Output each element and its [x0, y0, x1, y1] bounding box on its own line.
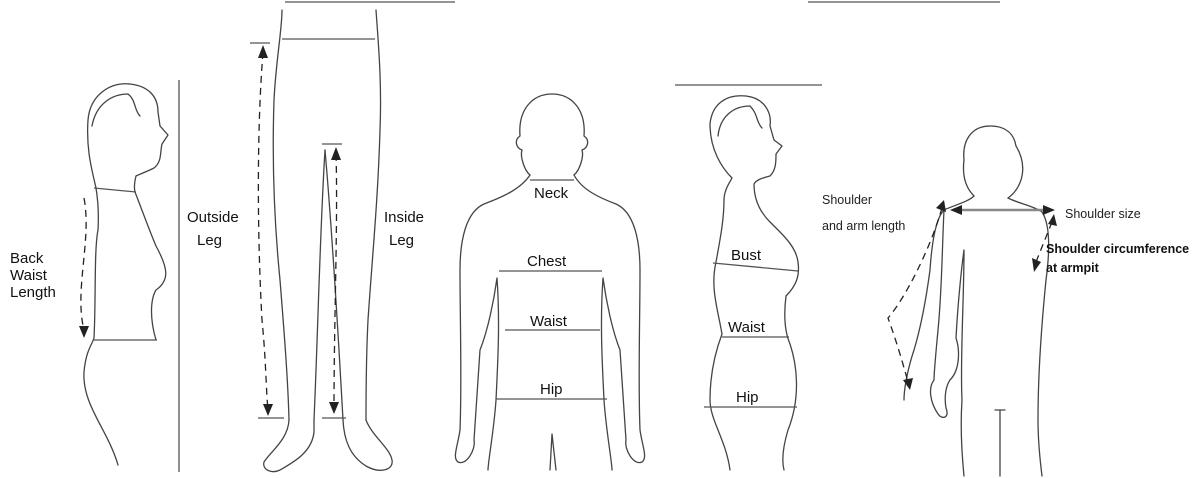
- inside-arrowhead-top: [331, 147, 341, 160]
- left-foot: [264, 420, 314, 472]
- hair: [92, 94, 140, 126]
- right-foot: [343, 420, 392, 470]
- shoulder-size-arrow-right: [1043, 205, 1055, 215]
- neck-label: Neck: [534, 185, 569, 202]
- figure-legs: Outside Leg Inside Leg: [187, 10, 428, 472]
- side-silhouette: [710, 96, 799, 470]
- neck-line: [94, 188, 136, 192]
- arm-length-label: Shoulder and arm length: [822, 193, 905, 233]
- back-waist-arrow: [81, 198, 86, 330]
- inner-left: [314, 150, 325, 420]
- circumference-label: Shoulder circumference at armpit: [1046, 242, 1193, 275]
- inside-arrowhead-bottom: [329, 402, 339, 414]
- figure-shoulder: Shoulder and arm length Shoulder size Sh…: [822, 126, 1193, 476]
- front-head: [516, 94, 587, 175]
- bust-label: Bust: [731, 247, 762, 264]
- figure-front: Neck Chest Waist Hip: [455, 94, 644, 470]
- hip-label: Hip: [736, 389, 759, 406]
- shoulder-legs: [995, 410, 1005, 476]
- back-waist-label: Back Waist Length: [10, 250, 56, 301]
- back-waist-arrowhead: [79, 326, 89, 338]
- inside-leg-label: Inside Leg: [384, 209, 428, 249]
- waist-label: Waist: [728, 319, 766, 336]
- outside-arrowhead-bottom: [263, 404, 273, 416]
- shoulder-head: [963, 126, 1022, 198]
- waist-label: Waist: [530, 313, 568, 330]
- hip-label: Hip: [540, 381, 563, 398]
- circumference-arrowhead-top: [1048, 214, 1057, 226]
- outside-leg-label: Outside Leg: [187, 209, 243, 249]
- figure-side: Bust Waist Hip: [675, 85, 822, 470]
- inner-right: [325, 150, 343, 420]
- chest-label: Chest: [527, 253, 567, 270]
- bust-line: [713, 263, 798, 271]
- circumference-arrowhead-bottom: [1032, 258, 1041, 272]
- shoulder-torso: [904, 196, 1049, 476]
- left-leg-outer: [273, 10, 289, 420]
- profile-silhouette: [84, 84, 168, 465]
- right-leg-outer: [366, 10, 381, 420]
- figure-back-waist: Back Waist Length: [10, 80, 179, 472]
- side-hair: [718, 106, 762, 136]
- outside-leg-arrow: [258, 52, 268, 410]
- outside-arrowhead-top: [258, 45, 268, 58]
- front-crotch: [550, 434, 556, 470]
- arm-length-arrow: [888, 208, 942, 382]
- shoulder-size-label: Shoulder size: [1065, 207, 1141, 221]
